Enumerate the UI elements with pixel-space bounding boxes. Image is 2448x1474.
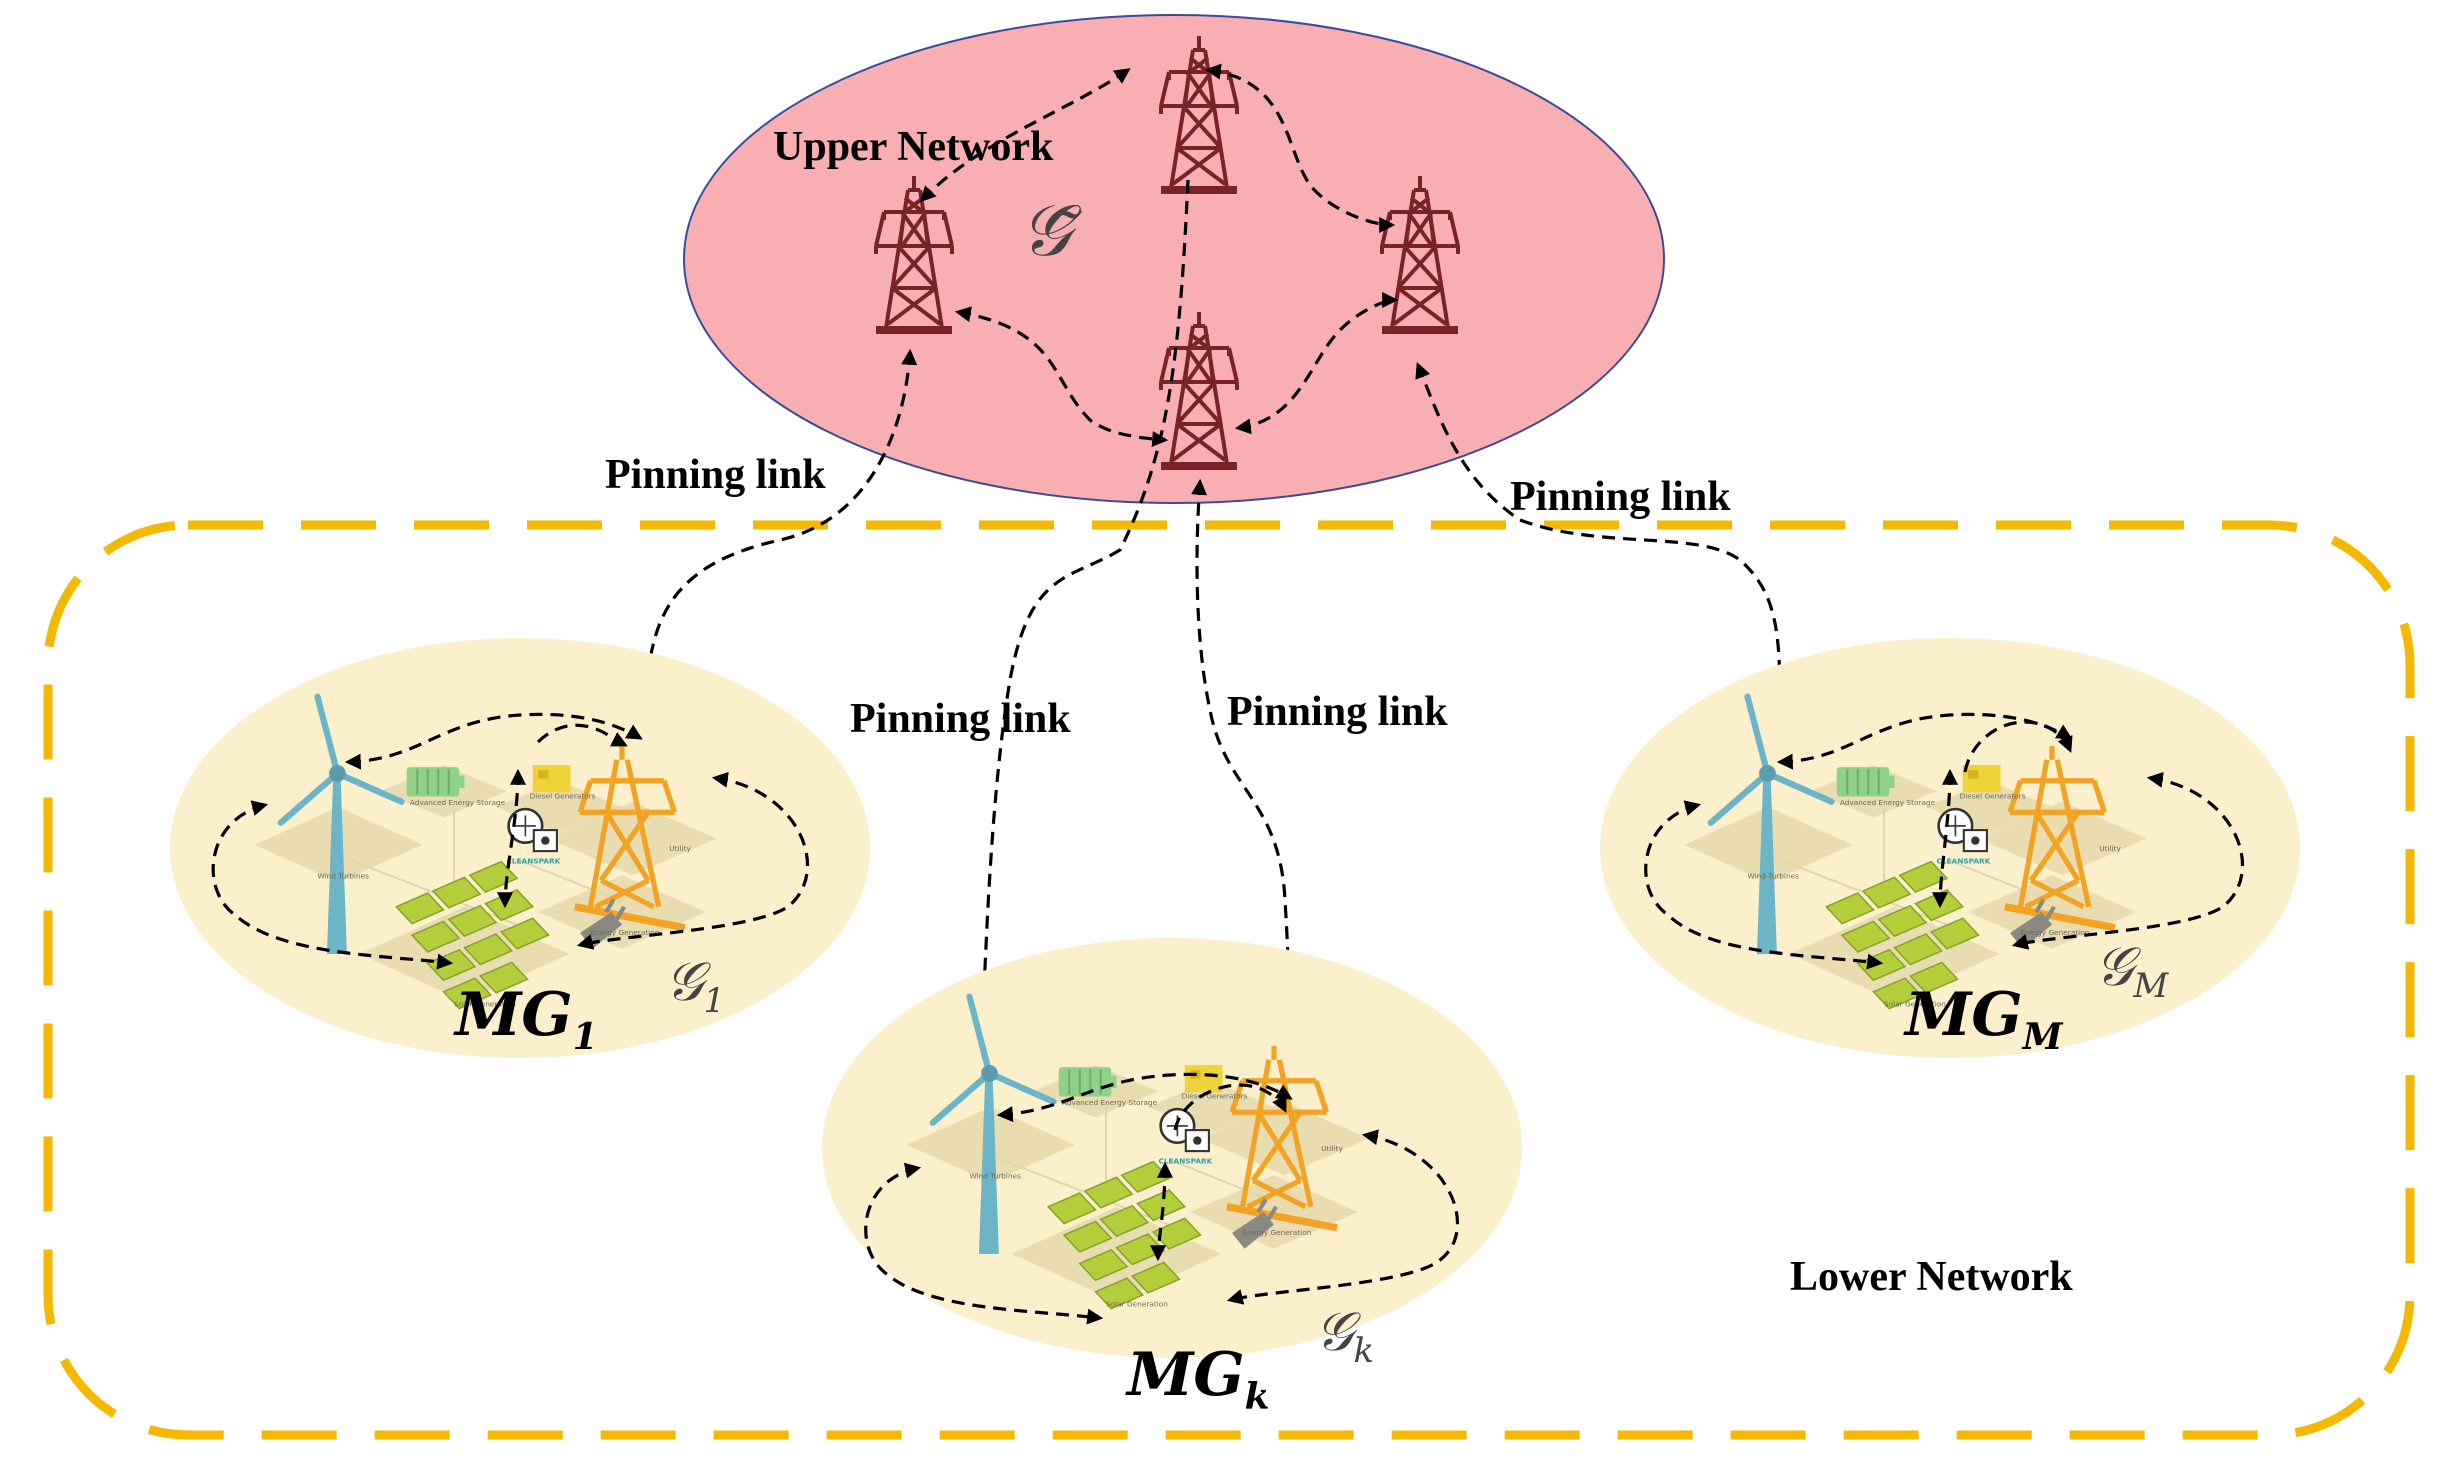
component-label: Solar Generation [1106,1300,1168,1309]
microgrid-m: Advanced Energy Storage Diesel Generator… [1600,638,2300,1058]
microgrid-name: MGM [1903,980,2064,1058]
microgrid-k: Advanced Energy Storage Diesel Generator… [822,938,1522,1418]
component-label: Solar Generation [1884,1000,1946,1009]
lower-network-label: Lower Network [1790,1254,2073,1300]
component-label: Diesel Generators [1182,1092,1248,1101]
component-label: Advanced Energy Storage [1062,1098,1158,1107]
pinning-link-label: Pinning link [850,696,1071,742]
component-label: CLEANSPARK [1159,1157,1213,1166]
component-label: Advanced Energy Storage [1840,798,1936,807]
component-label: Wind Turbines [970,1171,1022,1180]
microgrid-1: Advanced Energy Storage Diesel Generator… [170,638,870,1058]
microgrid-name: MG1 [453,980,598,1058]
pinning-links [643,179,1788,1104]
component-label: Energy Generation [2021,928,2090,937]
upper-network-links [919,63,1399,447]
pinning-link-label: Pinning link [605,452,826,498]
component-label: Utility [669,844,691,853]
component-label: Wind Turbines [1748,871,1800,880]
component-label: CLEANSPARK [1937,857,1991,866]
component-label: CLEANSPARK [507,857,561,866]
component-label: Diesel Generators [1960,792,2026,801]
component-label: Diesel Generators [530,792,596,801]
component-label: Solar Generation [454,1000,516,1009]
component-label: Energy Generation [1243,1228,1312,1237]
microgrid-name: MGk [1125,1340,1270,1418]
upper-network-label: Upper Network [773,124,1054,170]
component-label: Advanced Energy Storage [410,798,506,807]
upper-network-ellipse [683,14,1665,504]
pinning-link-label: Pinning link [1227,689,1448,735]
component-label: Utility [2099,844,2121,853]
component-label: Utility [1321,1144,1343,1153]
component-label: Wind Turbines [318,871,370,880]
pinning-link-label: Pinning link [1510,474,1731,520]
